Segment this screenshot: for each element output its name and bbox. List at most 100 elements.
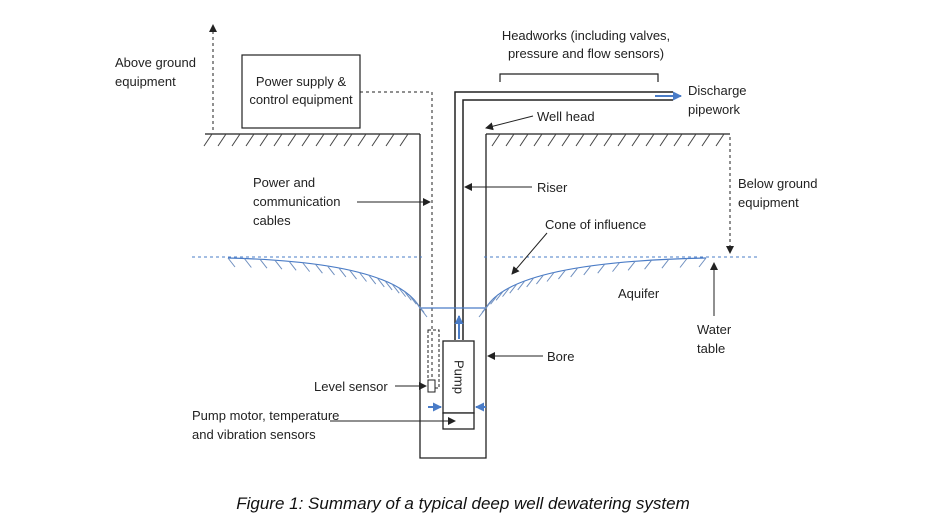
cone-hatch-mark: [368, 274, 377, 285]
ground-hatch-mark: [687, 133, 697, 147]
headworks-bracket: [499, 73, 659, 82]
label-well-head: Well head: [537, 109, 595, 124]
cone-hatch-mark: [349, 269, 357, 280]
label-cone-of-influence: Cone of influence: [545, 217, 646, 232]
ground-hatch-right: [491, 133, 725, 147]
label-above-ground-line2: equipment: [115, 74, 176, 89]
ground-hatch-mark: [491, 133, 501, 147]
ground-hatch-mark: [603, 133, 613, 147]
cone-hatch-right: [478, 257, 707, 318]
ground-hatch-mark: [701, 133, 711, 147]
cone-hatch-mark: [502, 287, 510, 297]
ground-hatch-mark: [259, 133, 269, 147]
cone-hatch-mark: [546, 272, 555, 282]
cone-hatch-mark: [679, 258, 688, 268]
ground-hatch-left: [203, 133, 409, 147]
pump: Pump: [442, 340, 475, 414]
ground-hatch-mark: [217, 133, 227, 147]
cone-hatch-left: [227, 257, 428, 318]
cone-hatch-mark: [359, 272, 367, 282]
ground-hatch-mark: [659, 133, 669, 147]
cone-hatch-mark: [526, 277, 535, 288]
cone-hatch-mark: [384, 280, 393, 291]
cone-hatch-mark: [403, 290, 412, 301]
label-power-cables-line2: communication: [253, 194, 340, 209]
cone-hatch-mark: [597, 263, 606, 274]
ground-hatch-mark: [287, 133, 297, 147]
riser-pipe: [454, 91, 673, 340]
ground-hatch-mark: [575, 133, 585, 147]
cone-hatch-mark: [419, 307, 428, 318]
ground-hatch-mark: [273, 133, 283, 147]
ground-hatch-mark: [203, 133, 213, 147]
cone-hatch-mark: [509, 283, 518, 294]
label-power-supply-line2: control equipment: [249, 92, 353, 107]
bore-casing: [419, 134, 487, 459]
ground-hatch-mark: [673, 133, 683, 147]
cone-hatch-mark: [391, 283, 400, 294]
label-above-ground-line1: Above ground: [115, 55, 196, 70]
figure-caption: Figure 1: Summary of a typical deep well…: [236, 494, 690, 513]
cone-hatch-mark: [661, 258, 670, 269]
cone-hatch-mark: [327, 265, 335, 276]
cone-hatch-mark: [490, 294, 498, 305]
cone-hatch-mark: [398, 287, 407, 297]
label-headworks-line2: pressure and flow sensors): [508, 46, 664, 61]
cone-hatch-mark: [517, 280, 526, 291]
cone-hatch-mark: [612, 262, 620, 272]
label-power-supply-line1: Power supply &: [256, 74, 347, 89]
cone-hatch-mark: [274, 259, 283, 270]
cone-hatch-mark: [583, 265, 592, 276]
label-headworks-line1: Headworks (including valves,: [502, 28, 670, 43]
cone-hatch-mark: [376, 277, 385, 288]
cone-hatch-mark: [408, 294, 417, 305]
ground-hatch-mark: [357, 133, 367, 147]
ground-hatch-mark: [371, 133, 381, 147]
label-power-cables-line1: Power and: [253, 175, 315, 190]
label-bore: Bore: [547, 349, 574, 364]
cone-hatch-mark: [302, 262, 311, 272]
level-sensor: [427, 379, 436, 393]
cone-hatch-mark: [243, 258, 252, 268]
ground-hatch-mark: [547, 133, 557, 147]
label-riser: Riser: [537, 180, 568, 195]
label-below-ground-line1: Below ground: [738, 176, 818, 191]
cone-hatch-mark: [288, 260, 297, 271]
cone-of-influence: [227, 257, 707, 318]
ground-hatch-mark: [617, 133, 627, 147]
ground-hatch-mark: [505, 133, 515, 147]
cone-hatch-mark: [259, 258, 268, 269]
well-head-pointer: [485, 115, 534, 131]
label-discharge-line1: Discharge: [688, 83, 747, 98]
label-water-table-line1: Water: [697, 322, 732, 337]
ground-hatch-mark: [315, 133, 325, 147]
cone-hatch-mark: [570, 267, 579, 278]
ground-hatch-mark: [715, 133, 725, 147]
cone-hatch-mark: [536, 274, 544, 285]
label-level-sensor: Level sensor: [314, 379, 388, 394]
cone-hatch-mark: [495, 290, 504, 301]
label-below-ground-line2: equipment: [738, 195, 799, 210]
cone-hatch-mark: [644, 259, 652, 270]
label-aquifer: Aquifer: [618, 286, 660, 301]
power-cable-dashed: [360, 91, 433, 385]
label-water-table-line2: table: [697, 341, 725, 356]
ground-hatch-mark: [343, 133, 353, 147]
ground-hatch-mark: [399, 133, 409, 147]
ground-hatch-mark: [589, 133, 599, 147]
label-motor-line2: and vibration sensors: [192, 427, 316, 442]
label-motor-line1: Pump motor, temperature: [192, 408, 339, 423]
cone-pointer: [511, 232, 548, 275]
ground-hatch-mark: [519, 133, 529, 147]
cone-hatch-mark: [227, 257, 236, 268]
cone-hatch-mark: [315, 263, 323, 274]
level-sensor-cable-enclosure: [427, 329, 440, 389]
label-pump: Pump: [452, 360, 467, 394]
label-power-cables-line3: cables: [253, 213, 291, 228]
ground-hatch-mark: [329, 133, 339, 147]
cone-hatch-mark: [416, 303, 425, 313]
cone-hatch-mark: [627, 260, 636, 271]
cone-hatch-mark: [698, 257, 707, 268]
power-supply-box: [241, 54, 361, 129]
